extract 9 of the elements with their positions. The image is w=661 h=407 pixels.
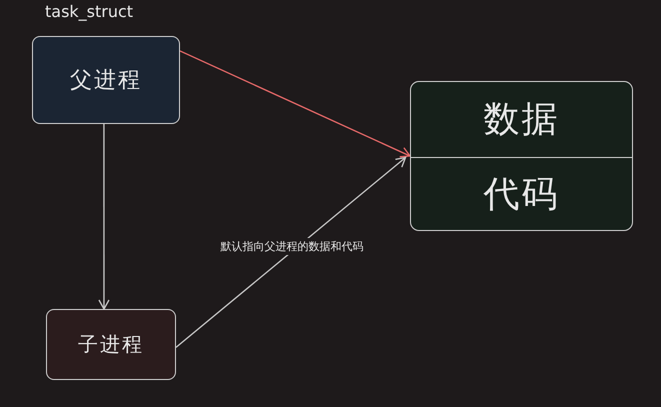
section-cell: 数据 — [411, 82, 632, 157]
arrow — [176, 156, 406, 348]
process-box: 父进程 — [32, 36, 180, 124]
arrow — [180, 50, 411, 158]
section-cell: 代码 — [411, 157, 632, 230]
memory-box — [410, 81, 633, 231]
arrow — [98, 124, 110, 310]
process-box: 子进程 — [46, 309, 176, 380]
heading-text: task_struct — [45, 2, 134, 21]
